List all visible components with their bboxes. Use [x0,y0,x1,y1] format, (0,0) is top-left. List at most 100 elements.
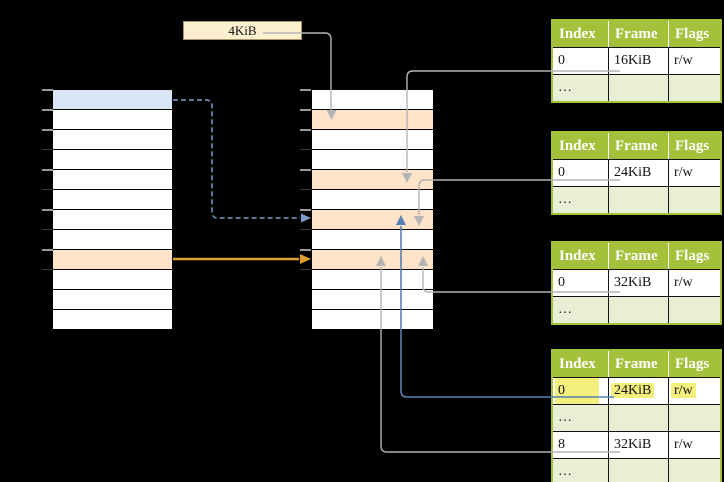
virtual-address-tick-minor [42,229,53,230]
physical-address-tick-minor [300,229,311,230]
table-row-ellipsis: … [553,74,720,101]
header-frame: Frame [608,21,668,47]
cell-index: … [558,410,572,425]
table-row: 0 24KiB r/w [553,159,720,186]
physical-memory-row-3 [312,150,433,169]
header-flags: Flags [668,243,720,269]
physical-memory-row-5 [312,190,433,209]
virtual-address-tick [42,109,53,111]
virtual-memory-row-3 [53,150,172,169]
cell-index: 0 [558,165,565,180]
cell-frame: 32KiB [608,270,668,296]
virtual-memory-row-8 [53,250,172,269]
physical-memory-row-6 [312,210,433,229]
physical-memory-row-1 [312,110,433,129]
physical-address-tick-minor [300,189,311,190]
arrowhead-right-icon [301,213,311,223]
table-header-row: Index Frame Flags [553,21,720,47]
header-index: Index [559,138,596,154]
frame-size-label: 4KiB [183,21,302,40]
virtual-address-tick [42,249,53,251]
virtual-memory-row-0 [53,90,172,109]
table-row: 8 32KiB r/w [553,431,720,458]
physical-memory-row-11 [312,310,433,329]
cell-frame [608,459,668,482]
table-row-highlighted: 0 24KiB r/w [553,377,720,404]
cell-flags: r/w [668,270,720,296]
table-header-row: Index Frame Flags [553,243,720,269]
virtual-address-tick-minor [42,189,53,190]
virtual-address-tick [42,209,53,211]
virtual-memory-row-11 [53,310,172,329]
virtual-memory-row-10 [53,290,172,309]
highlight-frame: 24KiB [611,383,655,398]
virtual-memory-row-4 [53,170,172,189]
table-row-ellipsis: … [553,186,720,213]
physical-memory-row-9 [312,270,433,289]
cell-flags: r/w [668,48,720,74]
header-index: Index [559,26,596,42]
physical-memory-row-4 [312,170,433,189]
physical-address-tick [300,169,311,171]
cell-flags [668,459,720,482]
table-row: 0 16KiB r/w [553,47,720,74]
header-index: Index [559,248,596,264]
highlight-index: 0 [555,378,599,404]
table-row-ellipsis: … [553,404,720,431]
physical-address-tick [300,209,311,211]
physical-memory-column [312,90,433,330]
table-row: 0 32KiB r/w [553,269,720,296]
cell-flags: r/w [668,378,720,404]
cell-frame: 32KiB [608,432,668,458]
cell-frame: 16KiB [608,48,668,74]
cell-flags [668,75,720,101]
page-table-mixed: Index Frame Flags 0 24KiB r/w … 8 32KiB … [551,349,722,482]
cell-index: … [558,80,572,95]
physical-address-tick [300,89,311,91]
virtual-memory-row-2 [53,130,172,149]
virtual-address-tick-minor [42,149,53,150]
header-frame: Frame [608,133,668,159]
physical-memory-row-7 [312,230,433,249]
arrowhead-right-icon [300,254,311,264]
virtual-address-tick [42,169,53,171]
header-flags: Flags [668,133,720,159]
cell-flags [668,405,720,431]
header-index: Index [559,356,596,372]
cell-index: 0 [558,275,565,290]
cell-index: … [558,464,572,479]
page-table-16kib: Index Frame Flags 0 16KiB r/w … [551,19,722,103]
cell-index: 8 [558,437,565,452]
physical-address-tick [300,129,311,131]
cell-index: 0 [558,53,565,68]
table-row-ellipsis: … [553,296,720,323]
physical-memory-row-8 [312,250,433,269]
header-frame: Frame [608,351,668,377]
page-table-32kib: Index Frame Flags 0 32KiB r/w … [551,241,722,325]
cell-flags: r/w [668,160,720,186]
cell-frame [608,75,668,101]
physical-memory-row-0 [312,90,433,109]
page-table-24kib: Index Frame Flags 0 24KiB r/w … [551,131,722,215]
cell-index: 0 [553,378,608,404]
header-frame: Frame [608,243,668,269]
cell-frame [608,187,668,213]
virtual-address-tick [42,89,53,91]
table-header-row: Index Frame Flags [553,133,720,159]
cell-frame: 24KiB [608,378,668,404]
cell-index: … [558,192,572,207]
physical-memory-row-10 [312,290,433,309]
virtual-memory-row-6 [53,210,172,229]
highlight-flags: r/w [671,383,696,398]
header-flags: Flags [668,21,720,47]
virtual-memory-row-5 [53,190,172,209]
physical-address-tick [300,109,311,111]
cell-frame [608,405,668,431]
physical-address-tick [300,249,311,251]
cell-flags [668,297,720,323]
cell-index: … [558,302,572,317]
cell-flags: r/w [668,432,720,458]
header-flags: Flags [668,351,720,377]
virtual-memory-row-7 [53,230,172,249]
virtual-address-tick [42,129,53,131]
